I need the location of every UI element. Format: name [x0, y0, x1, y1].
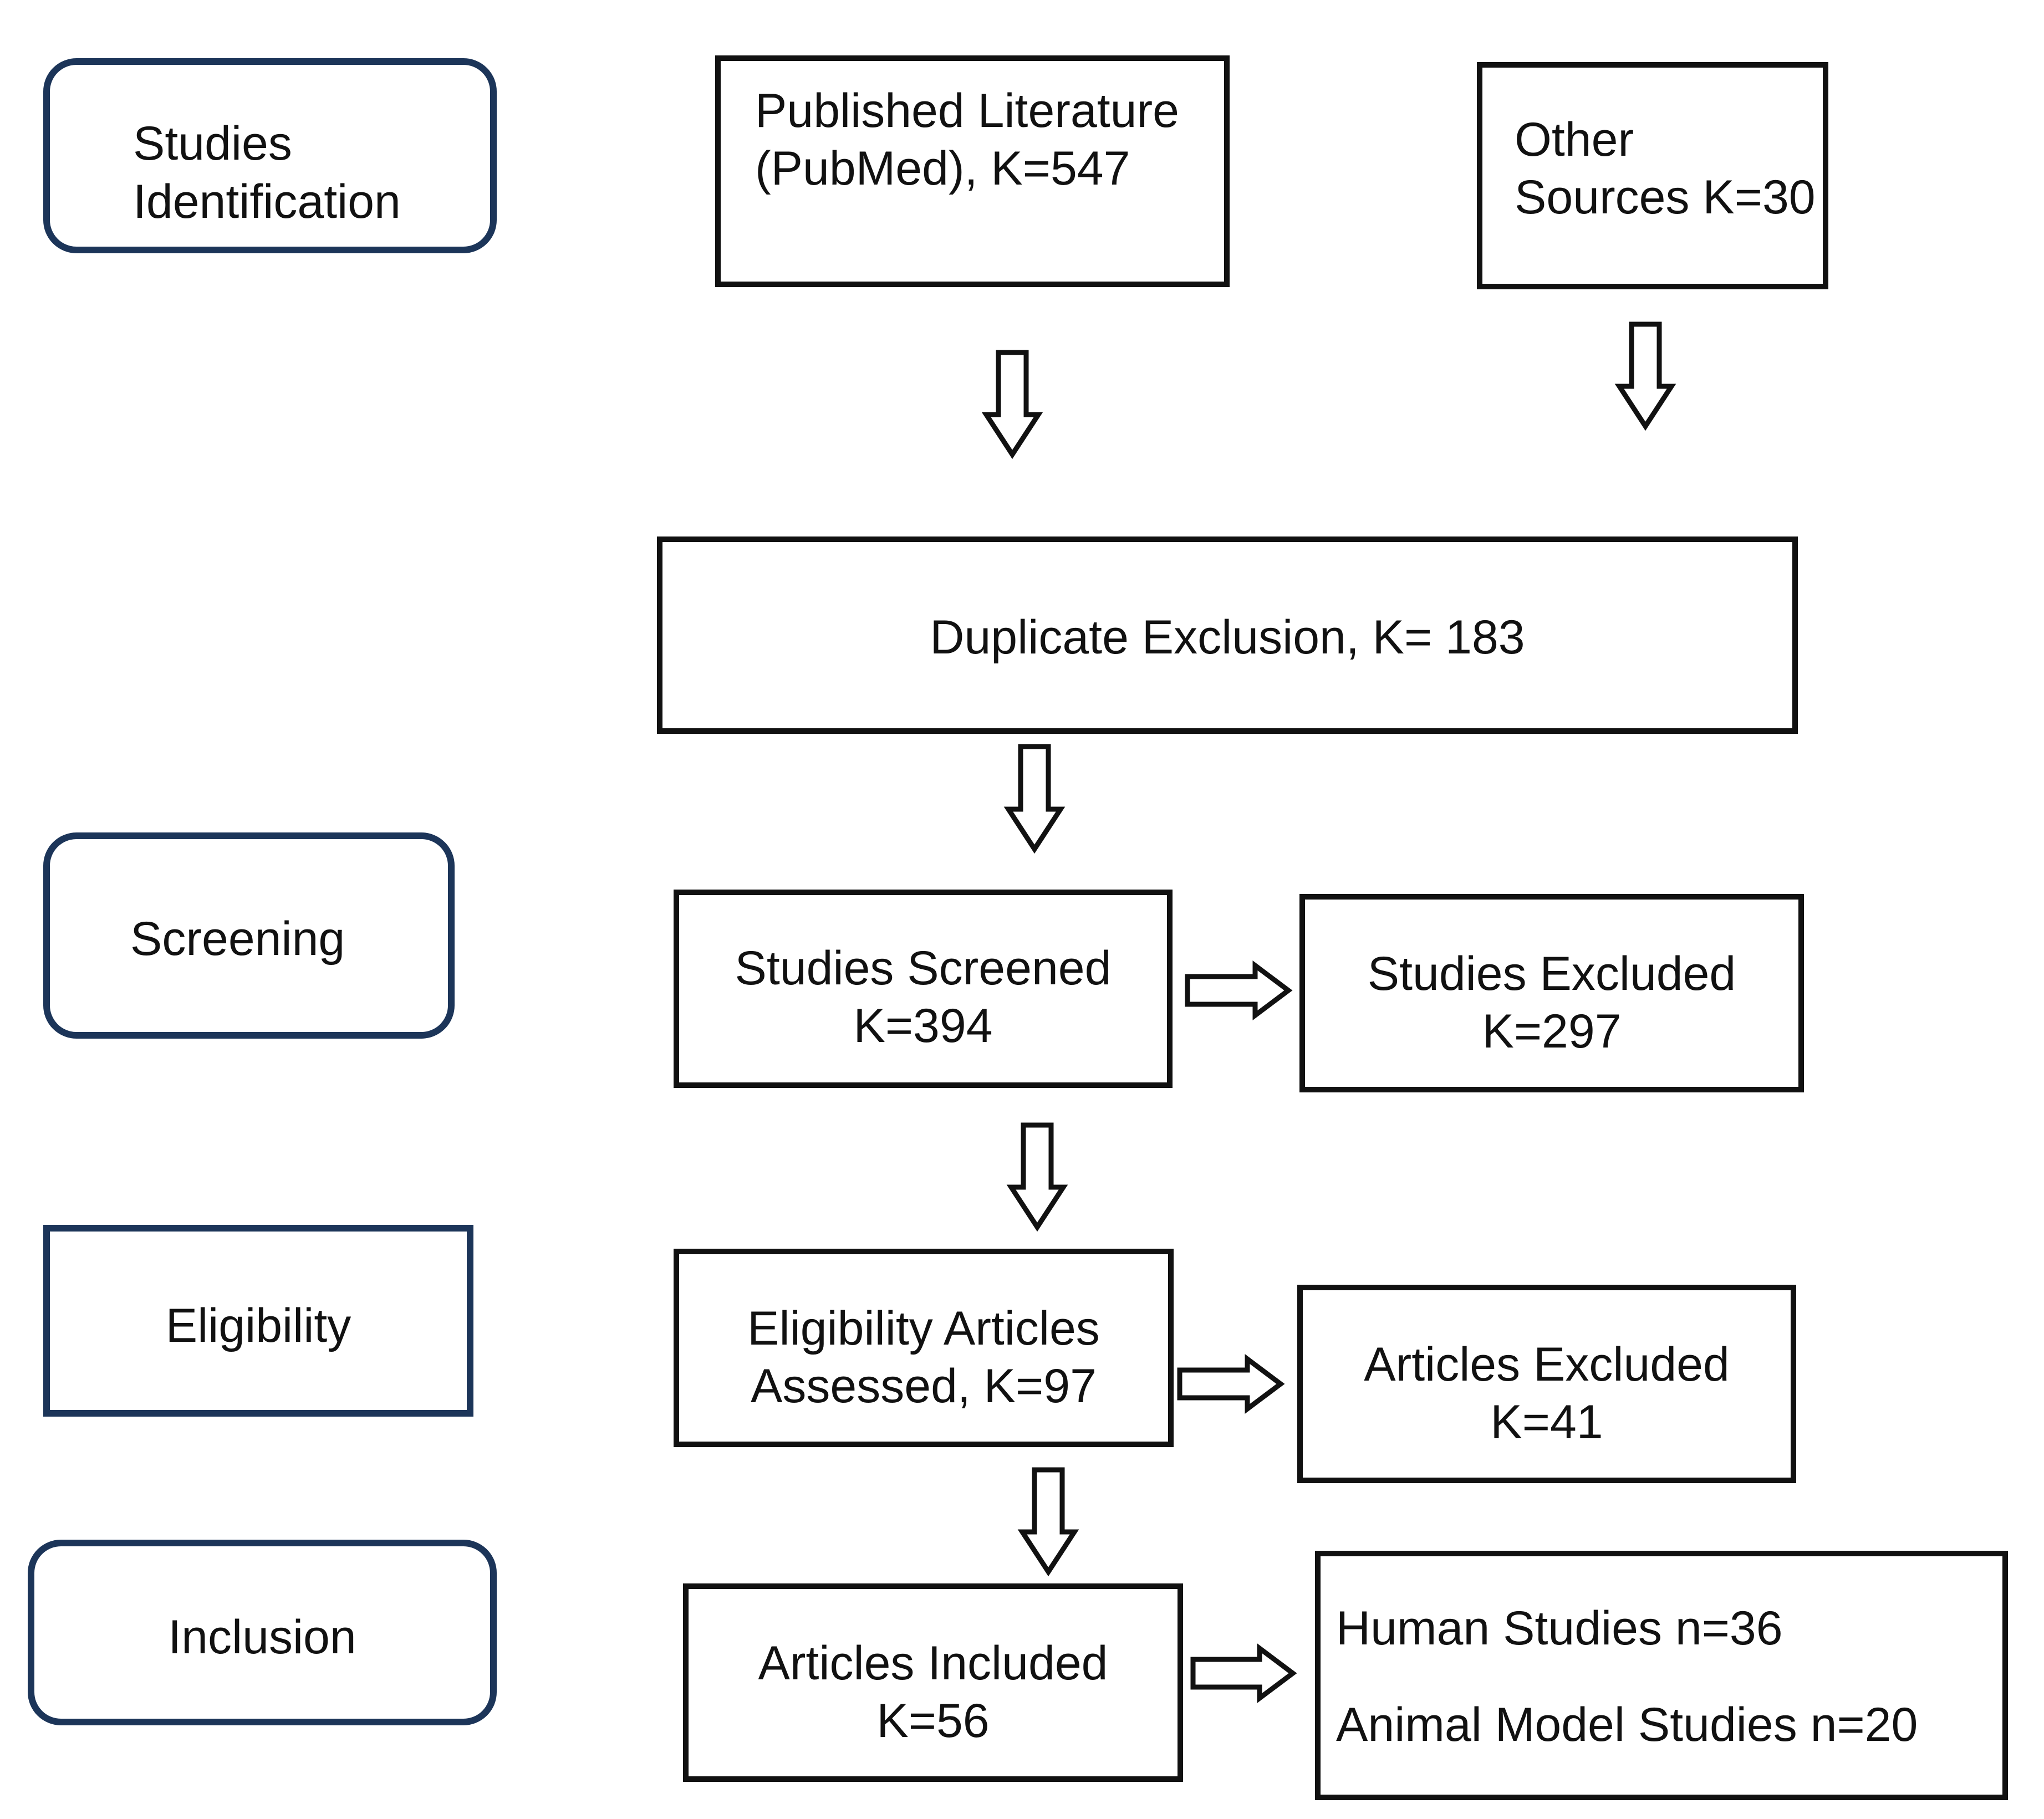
arrow-down-published: [981, 350, 1043, 459]
studies-screened-line1: Studies Screened: [735, 942, 1112, 995]
eligibility-assessed-box: Eligibility Articles Assessed, K=97: [674, 1249, 1174, 1447]
studies-screened-line2: K=394: [853, 999, 993, 1052]
included-breakdown-box: Human Studies n=36 Animal Model Studies …: [1315, 1551, 2008, 1800]
articles-excluded-box: Articles Excluded K=41: [1297, 1285, 1796, 1483]
stage-inclusion-label: Inclusion: [168, 1611, 356, 1664]
other-sources-line1: Other: [1515, 113, 1634, 166]
studies-excluded-box: Studies Excluded K=297: [1299, 894, 1804, 1092]
human-studies-label: Human Studies n=36: [1336, 1602, 1783, 1655]
arrow-right-eligibility: [1177, 1354, 1285, 1414]
animal-model-studies-label: Animal Model Studies n=20: [1336, 1698, 1918, 1751]
stage-inclusion: Inclusion: [28, 1540, 497, 1725]
stage-identification-line2: Identification: [133, 175, 401, 228]
eligibility-assessed-line1: Eligibility Articles: [747, 1302, 1100, 1355]
stage-screening-label: Screening: [130, 912, 345, 965]
articles-included-line2: K=56: [876, 1694, 990, 1748]
stage-eligibility: Eligibility: [43, 1225, 473, 1417]
studies-screened-box: Studies Screened K=394: [674, 890, 1173, 1088]
arrow-down-screened: [1006, 1122, 1068, 1232]
articles-excluded-line2: K=41: [1490, 1396, 1603, 1449]
arrow-down-duplicate: [1003, 744, 1066, 854]
studies-excluded-line1: Studies Excluded: [1367, 947, 1736, 1000]
published-literature-box: Published Literature (PubMed), K=547: [715, 55, 1230, 287]
eligibility-assessed-line2: Assessed, K=97: [751, 1360, 1097, 1413]
arrow-right-included: [1190, 1643, 1297, 1703]
duplicate-exclusion-label: Duplicate Exclusion, K= 183: [930, 611, 1525, 664]
stage-eligibility-label: Eligibility: [165, 1299, 351, 1352]
arrow-right-screened: [1185, 960, 1293, 1020]
stage-screening: Screening: [43, 832, 455, 1039]
arrow-down-other: [1614, 321, 1676, 431]
other-sources-box: Other Sources K=30: [1477, 62, 1828, 289]
published-literature-line1: Published Literature: [755, 84, 1179, 137]
arrow-down-eligibility: [1017, 1467, 1079, 1577]
studies-excluded-line2: K=297: [1482, 1005, 1622, 1058]
other-sources-line2: Sources K=30: [1515, 171, 1816, 224]
published-literature-line2: (PubMed), K=547: [755, 142, 1130, 195]
articles-excluded-line1: Articles Excluded: [1364, 1338, 1730, 1391]
stage-identification-line1: Studies: [133, 117, 292, 170]
duplicate-exclusion-box: Duplicate Exclusion, K= 183: [657, 536, 1798, 734]
articles-included-line1: Articles Included: [758, 1637, 1108, 1690]
articles-included-box: Articles Included K=56: [683, 1583, 1183, 1782]
stage-identification: Studies Identification: [43, 58, 497, 253]
